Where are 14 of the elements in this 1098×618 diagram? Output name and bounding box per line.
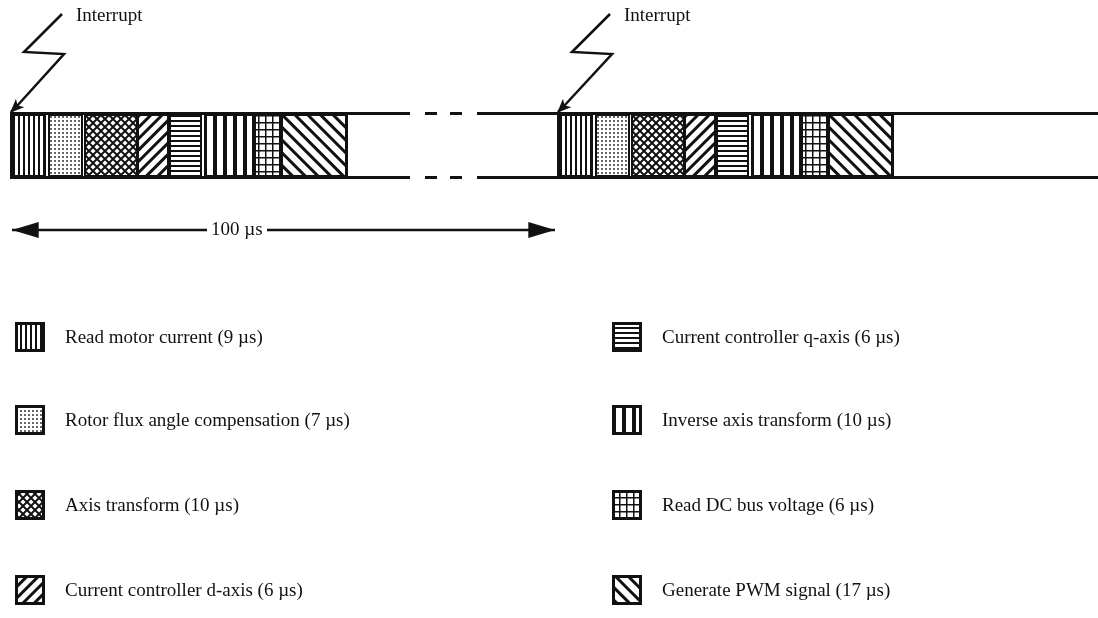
legend-label: Read motor current (9 µs) bbox=[65, 326, 263, 348]
legend-label: Axis transform (10 µs) bbox=[65, 494, 239, 516]
interrupt-label: Interrupt bbox=[76, 4, 143, 27]
legend-label: Read DC bus voltage (6 µs) bbox=[662, 494, 874, 516]
legend-label: Generate PWM signal (17 µs) bbox=[662, 579, 891, 601]
lightning-arrow bbox=[557, 13, 615, 113]
legend-label: Rotor flux angle compensation (7 µs) bbox=[65, 409, 350, 431]
task-bar bbox=[557, 112, 894, 179]
legend-label: Inverse axis transform (10 µs) bbox=[662, 409, 892, 431]
lightning-arrow bbox=[10, 13, 67, 113]
task-bar bbox=[10, 112, 348, 179]
legend-label: Current controller d-axis (6 µs) bbox=[65, 579, 303, 601]
interrupt-label: Interrupt bbox=[624, 4, 691, 27]
legend-label: Current controller q-axis (6 µs) bbox=[662, 326, 900, 348]
